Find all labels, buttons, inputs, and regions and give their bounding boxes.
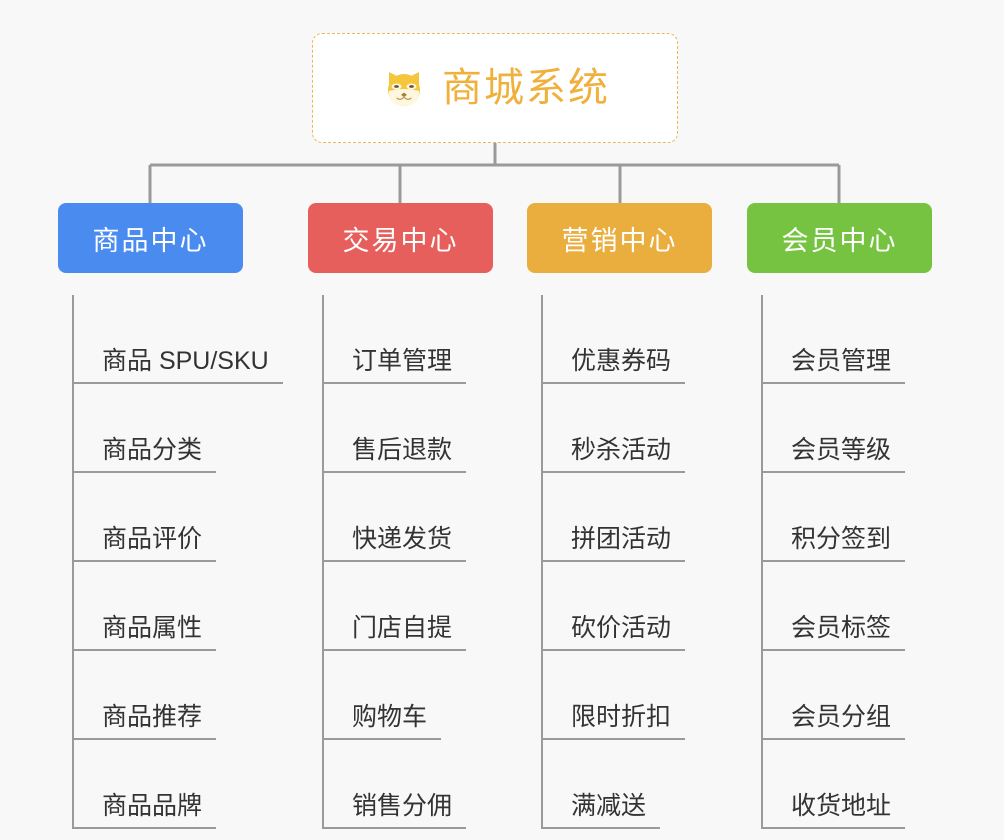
leaf-label: 会员标签: [761, 614, 906, 651]
leaf-label: 收货地址: [761, 792, 906, 829]
leaf-item[interactable]: 商品属性: [72, 562, 283, 651]
shiba-dog-face-icon: [380, 64, 428, 112]
leaf-label: 限时折扣: [541, 703, 686, 740]
leaf-item[interactable]: 秒杀活动: [541, 384, 712, 473]
branch-column-3: 会员中心 会员管理 会员等级 积分签到 会员标签 会员分组 收货地址: [747, 203, 932, 829]
leaf-item[interactable]: 售后退款: [322, 384, 493, 473]
leaf-item[interactable]: 会员分组: [761, 651, 932, 740]
branch-column-1: 交易中心 订单管理 售后退款 快递发货 门店自提 购物车 销售分佣: [308, 203, 493, 829]
leaf-label: 商品品牌: [72, 792, 217, 829]
leaf-item[interactable]: 商品评价: [72, 473, 283, 562]
leaf-label: 商品评价: [72, 525, 217, 562]
leaf-label: 销售分佣: [322, 792, 467, 829]
leaf-item[interactable]: 订单管理: [322, 295, 493, 384]
leaf-item[interactable]: 会员标签: [761, 562, 932, 651]
leaf-item[interactable]: 商品品牌: [72, 740, 283, 829]
leaf-label: 秒杀活动: [541, 436, 686, 473]
root-node[interactable]: 商城系统: [312, 33, 678, 143]
leaf-label: 砍价活动: [541, 614, 686, 651]
leaf-label: 会员管理: [761, 347, 906, 384]
leaf-label: 商品推荐: [72, 703, 217, 740]
leaf-item[interactable]: 优惠券码: [541, 295, 712, 384]
leaf-list-1: 订单管理 售后退款 快递发货 门店自提 购物车 销售分佣: [308, 295, 493, 829]
leaf-item[interactable]: 商品分类: [72, 384, 283, 473]
leaf-list-0: 商品 SPU/SKU 商品分类 商品评价 商品属性 商品推荐 商品品牌: [58, 295, 283, 829]
leaf-item[interactable]: 满减送: [541, 740, 712, 829]
leaf-label: 商品分类: [72, 436, 217, 473]
root-title: 商城系统: [442, 66, 610, 110]
leaf-spine-1: [322, 295, 324, 829]
leaf-list-2: 优惠券码 秒杀活动 拼团活动 砍价活动 限时折扣 满减送: [527, 295, 712, 829]
leaf-label: 会员等级: [761, 436, 906, 473]
leaf-label: 满减送: [541, 792, 661, 829]
leaf-spine-2: [541, 295, 543, 829]
leaf-item[interactable]: 商品 SPU/SKU: [72, 295, 283, 384]
branch-column-2: 营销中心 优惠券码 秒杀活动 拼团活动 砍价活动 限时折扣 满减送: [527, 203, 712, 829]
leaf-item[interactable]: 购物车: [322, 651, 493, 740]
branch-header-3[interactable]: 会员中心: [747, 203, 932, 273]
leaf-item[interactable]: 收货地址: [761, 740, 932, 829]
leaf-label: 会员分组: [761, 703, 906, 740]
leaf-item[interactable]: 砍价活动: [541, 562, 712, 651]
leaf-item[interactable]: 拼团活动: [541, 473, 712, 562]
leaf-list-3: 会员管理 会员等级 积分签到 会员标签 会员分组 收货地址: [747, 295, 932, 829]
leaf-item[interactable]: 限时折扣: [541, 651, 712, 740]
leaf-label: 商品属性: [72, 614, 217, 651]
leaf-label: 拼团活动: [541, 525, 686, 562]
leaf-label: 订单管理: [322, 347, 467, 384]
leaf-label: 购物车: [322, 703, 442, 740]
leaf-item[interactable]: 会员管理: [761, 295, 932, 384]
leaf-spine-0: [72, 295, 74, 829]
leaf-label: 快递发货: [322, 525, 467, 562]
leaf-label: 优惠券码: [541, 347, 686, 384]
leaf-item[interactable]: 会员等级: [761, 384, 932, 473]
leaf-item[interactable]: 快递发货: [322, 473, 493, 562]
leaf-label: 售后退款: [322, 436, 467, 473]
leaf-label: 门店自提: [322, 614, 467, 651]
leaf-item[interactable]: 积分签到: [761, 473, 932, 562]
leaf-item[interactable]: 商品推荐: [72, 651, 283, 740]
branch-header-2[interactable]: 营销中心: [527, 203, 712, 273]
branch-header-0[interactable]: 商品中心: [58, 203, 243, 273]
leaf-label: 积分签到: [761, 525, 906, 562]
branch-header-1[interactable]: 交易中心: [308, 203, 493, 273]
leaf-item[interactable]: 销售分佣: [322, 740, 493, 829]
leaf-spine-3: [761, 295, 763, 829]
branch-column-0: 商品中心 商品 SPU/SKU 商品分类 商品评价 商品属性 商品推荐 商品品牌: [58, 203, 283, 829]
leaf-item[interactable]: 门店自提: [322, 562, 493, 651]
leaf-label: 商品 SPU/SKU: [72, 347, 283, 384]
